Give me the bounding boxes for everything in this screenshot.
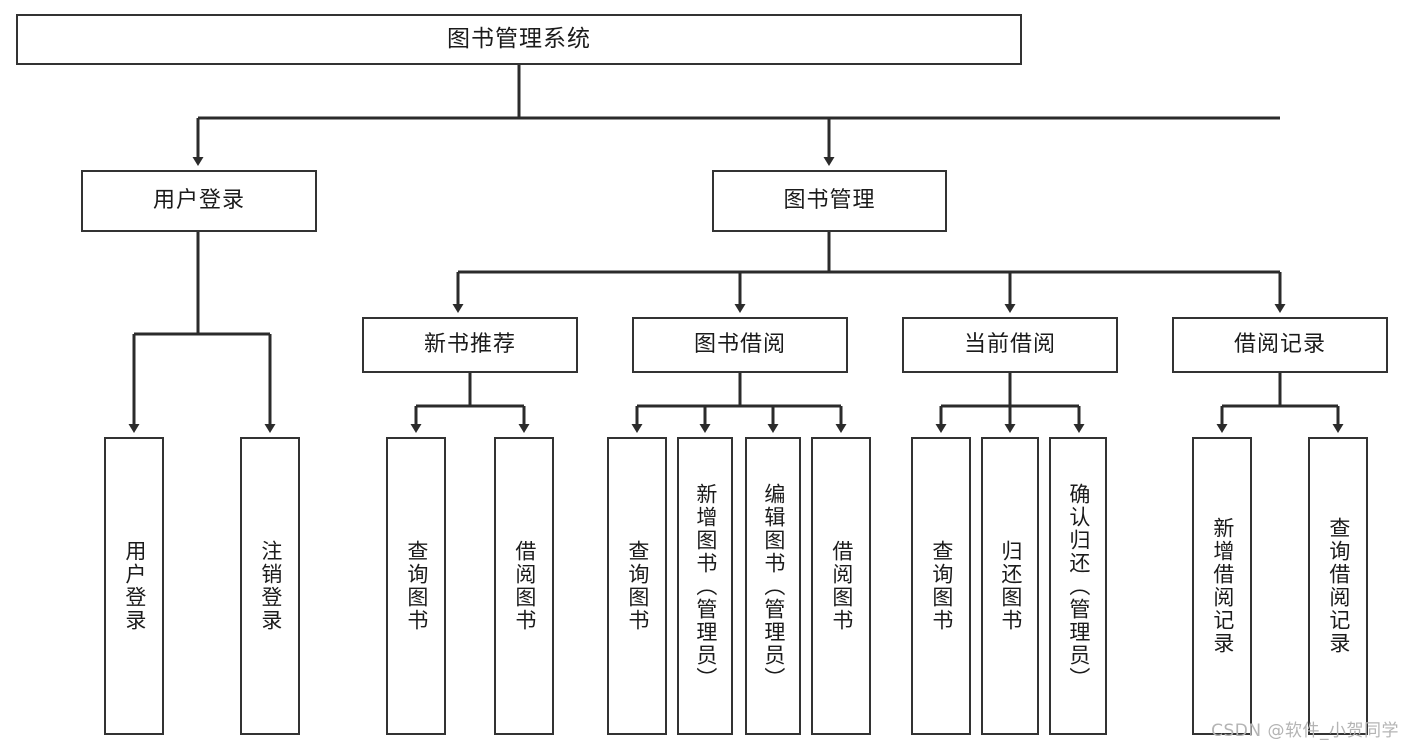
node-label: 借阅图书 — [829, 540, 854, 632]
node-leaf-query-borrow-record[interactable]: 查询借阅记录 — [1308, 437, 1368, 735]
node-leaf-edit-book[interactable]: 编辑图书（管理员） — [745, 437, 801, 735]
node-label: 查询图书 — [625, 540, 650, 632]
node-label: 查询图书 — [929, 540, 954, 632]
node-leaf-return-book[interactable]: 归还图书 — [981, 437, 1039, 735]
node-current-borrow[interactable]: 当前借阅 — [902, 317, 1118, 373]
node-label: 借阅图书 — [512, 540, 537, 632]
node-book-borrow[interactable]: 图书借阅 — [632, 317, 848, 373]
node-label: 新书推荐 — [423, 331, 516, 357]
node-root-book-management-system[interactable]: 图书管理系统 — [16, 14, 1022, 65]
node-user-login[interactable]: 用户登录 — [81, 170, 317, 232]
node-leaf-query-book-borrow[interactable]: 查询图书 — [607, 437, 667, 735]
node-leaf-query-book-recommend[interactable]: 查询图书 — [386, 437, 446, 735]
node-leaf-add-borrow-record[interactable]: 新增借阅记录 — [1192, 437, 1252, 735]
node-label: 编辑图书（管理员） — [761, 482, 786, 690]
node-label: 确认归还（管理员） — [1066, 482, 1091, 690]
node-book-management[interactable]: 图书管理 — [712, 170, 947, 232]
node-label: 图书管理 — [783, 187, 876, 213]
node-leaf-confirm-return[interactable]: 确认归还（管理员） — [1049, 437, 1107, 735]
node-label: 注销登录 — [258, 540, 283, 632]
node-leaf-logout-login[interactable]: 注销登录 — [240, 437, 300, 735]
node-leaf-borrow-book-recommend[interactable]: 借阅图书 — [494, 437, 554, 735]
node-label: 归还图书 — [998, 540, 1023, 632]
node-label: 图书借阅 — [693, 331, 786, 357]
node-leaf-borrow-book[interactable]: 借阅图书 — [811, 437, 871, 735]
node-new-book-recommend[interactable]: 新书推荐 — [362, 317, 578, 373]
node-label: 查询借阅记录 — [1326, 517, 1351, 655]
node-label: 借阅记录 — [1233, 331, 1326, 357]
node-label: 新增图书（管理员） — [693, 482, 718, 690]
node-label: 新增借阅记录 — [1210, 517, 1235, 655]
node-label: 用户登录 — [152, 187, 245, 213]
node-leaf-user-login[interactable]: 用户登录 — [104, 437, 164, 735]
node-leaf-add-book[interactable]: 新增图书（管理员） — [677, 437, 733, 735]
csdn-watermark: CSDN @软件_小贺同学 — [1211, 721, 1399, 741]
node-leaf-query-book-current[interactable]: 查询图书 — [911, 437, 971, 735]
node-label: 当前借阅 — [963, 331, 1056, 357]
node-label: 查询图书 — [404, 540, 429, 632]
node-label: 用户登录 — [122, 540, 147, 632]
node-label: 图书管理系统 — [447, 25, 591, 52]
node-borrow-record[interactable]: 借阅记录 — [1172, 317, 1388, 373]
